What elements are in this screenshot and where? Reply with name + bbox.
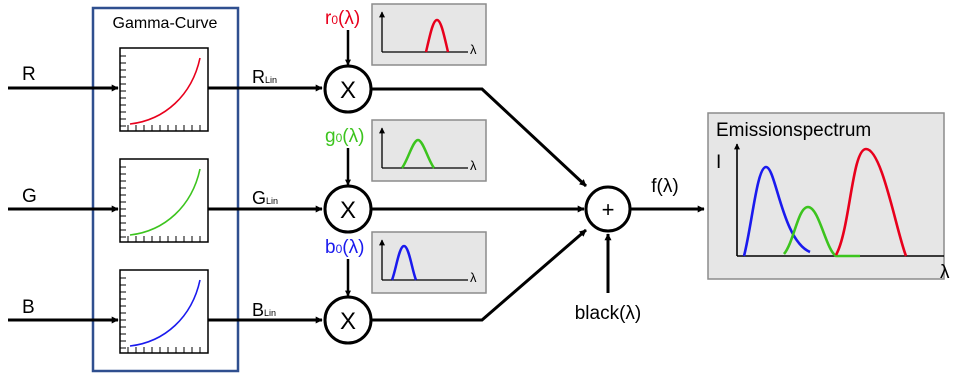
label-g-lin: GLin: [252, 188, 278, 208]
mini-spectrum-blue: λ: [371, 231, 487, 294]
emission-axis-x-label: λ: [940, 262, 950, 283]
input-label-g: G: [22, 186, 37, 207]
arrow-blue-to-sum: [371, 228, 587, 322]
gamma-plot-ticks: [120, 277, 201, 353]
mini-spectrum-box: [371, 231, 487, 294]
multiplier-symbol: X: [340, 197, 356, 224]
emission-axis-y-label: I: [716, 152, 721, 173]
primary-label-red: r0(λ): [325, 8, 360, 29]
gamma-block-border: [91, 6, 240, 373]
label-b-lin: BLin: [252, 300, 276, 320]
input-label-b: B: [22, 297, 35, 318]
mini-peak-red: [424, 18, 450, 53]
emission-panel-box: [707, 112, 945, 280]
primary-label-green: g0(λ): [325, 126, 364, 147]
mini-spectrum-green: λ: [371, 119, 487, 182]
mini-axis-x-label: λ: [470, 270, 477, 285]
mini-peak-blue: [390, 244, 418, 281]
mini-axis-x-label: λ: [470, 42, 477, 57]
output-label: f(λ): [651, 176, 678, 197]
multiplier-green: X: [323, 184, 373, 234]
gamma-plot-ticks: [120, 55, 201, 131]
mini-spectrum-box: [371, 119, 487, 182]
label-r-lin: RLin: [252, 67, 277, 87]
gamma-curve-green: [129, 168, 201, 236]
gamma-curve-blue: [129, 279, 201, 347]
gamma-plot-ticks: [120, 166, 201, 242]
arrow-red-to-sum: [371, 87, 588, 188]
emission-title: Emissionspectrum: [716, 120, 871, 141]
gamma-curve-red: [129, 57, 201, 125]
gamma-plot-green: [119, 158, 209, 243]
multiplier-symbol: X: [340, 308, 356, 335]
gamma-plot-frame: [119, 47, 209, 132]
gamma-curve-block: Gamma-Curve: [91, 6, 240, 373]
gamma-plot-frame: [119, 269, 209, 354]
gamma-plot-frame: [119, 158, 209, 243]
sum-symbol: +: [602, 197, 615, 222]
gamma-block-title: Gamma-Curve: [113, 15, 218, 32]
emission-peak-green: [782, 205, 860, 258]
gamma-plot-blue: [119, 269, 209, 354]
gamma-plot-red: [119, 47, 209, 132]
emission-spectrum-panel: Emissionspectrum I λ: [707, 112, 950, 283]
emission-peak-red: [834, 147, 908, 257]
black-label: black(λ): [575, 303, 642, 324]
multiplier-symbol: X: [340, 77, 356, 104]
input-label-r: R: [22, 64, 36, 85]
mini-peak-green: [400, 138, 436, 169]
emission-peak-blue: [742, 165, 811, 257]
sum-node: +: [584, 185, 632, 233]
mini-spectrum-red: λ: [371, 3, 487, 66]
primary-label-blue: b0(λ): [325, 237, 364, 258]
mini-axis-x-label: λ: [470, 158, 477, 173]
multiplier-blue: X: [323, 295, 373, 345]
multiplier-red: X: [323, 64, 373, 114]
